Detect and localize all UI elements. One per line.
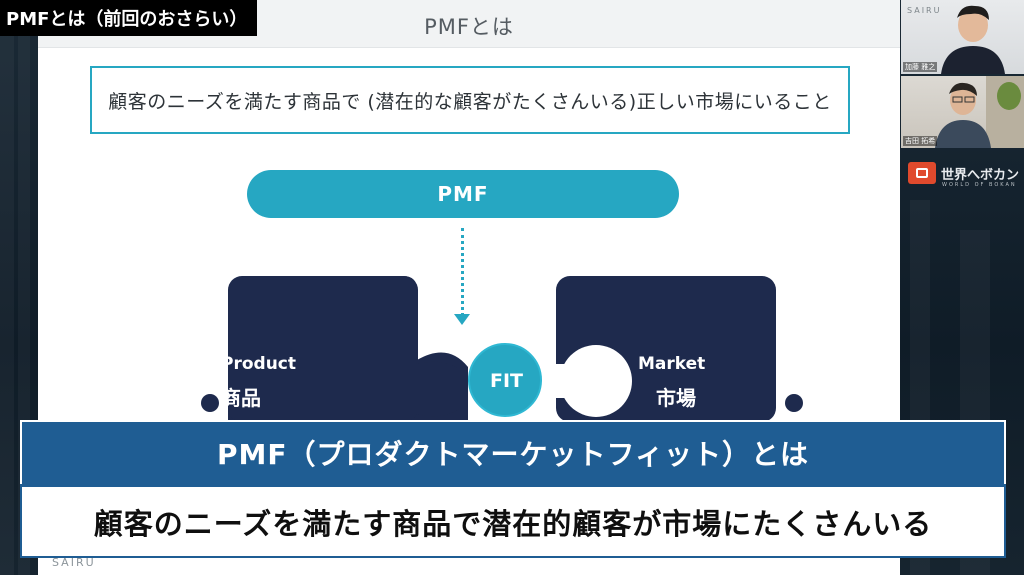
definition-box: 顧客のニーズを満たす商品で (潜在的な顧客がたくさんいる)正しい市場にいること	[90, 66, 850, 134]
market-label-ja: 市場	[656, 386, 696, 410]
caption-body-band: 顧客のニーズを満たす商品で潜在的顧客が市場にたくさんいる	[20, 484, 1006, 558]
fit-label: FIT	[490, 370, 524, 392]
slide-footer-logo: SAIRU	[52, 556, 96, 569]
speech-bubble-icon	[908, 162, 936, 184]
fit-circle-highlight	[468, 343, 542, 417]
slide-title: PMFとは	[424, 15, 514, 39]
topic-tag-label: PMFとは（前回のおさらい）	[6, 9, 248, 30]
person-icon	[201, 394, 219, 412]
puzzle-diagram	[201, 276, 803, 422]
caption-heading-band: PMF（プロダクトマーケットフィット）とは	[20, 420, 1006, 484]
caption-body: 顧客のニーズを満たす商品で潜在的顧客が市場にたくさんいる	[93, 506, 933, 541]
market-label-en: Market	[638, 354, 706, 374]
pmf-pill: PMF	[247, 170, 679, 218]
channel-logo: 世界へボカン	[908, 162, 1019, 184]
presentation-slide: PMFとは 顧客のニーズを満たす商品で (潜在的な顧客がたくさんいる)正しい市場…	[38, 0, 900, 575]
dotted-connector	[461, 228, 465, 316]
person-icon	[785, 394, 803, 412]
topic-tag: PMFとは（前回のおさらい）	[0, 0, 258, 36]
definition-text: 顧客のニーズを満たす商品で (潜在的な顧客がたくさんいる)正しい市場にいること	[108, 90, 832, 113]
brand-label: SAIRU	[907, 6, 942, 15]
product-body	[228, 276, 418, 422]
participant-1-avatar	[941, 5, 1005, 74]
pmf-pill-label: PMF	[437, 182, 489, 206]
market-socket-neck	[548, 364, 588, 398]
product-label-ja: 商品	[221, 386, 261, 410]
market-socket	[560, 345, 632, 417]
participant-video-1: SAIRU 加藤 雅之	[901, 0, 1024, 74]
fit-circle	[469, 344, 541, 416]
participant-1-name: 加藤 雅之	[903, 62, 938, 72]
channel-name: 世界へボカン	[941, 167, 1020, 183]
caption-heading: PMF（プロダクトマーケットフィット）とは	[217, 438, 809, 471]
participant-2-name: 吉田 拓希	[903, 136, 938, 146]
arrow-down-icon	[454, 314, 470, 325]
fit-connector-left	[416, 361, 468, 417]
participant-video-2: 吉田 拓希	[901, 76, 1024, 148]
backdrop-stripe	[0, 0, 14, 575]
product-label-en: Product	[221, 354, 296, 374]
participant-2-avatar	[935, 76, 1024, 148]
channel-subtitle: WORLD OF BOKAN	[942, 182, 1017, 188]
